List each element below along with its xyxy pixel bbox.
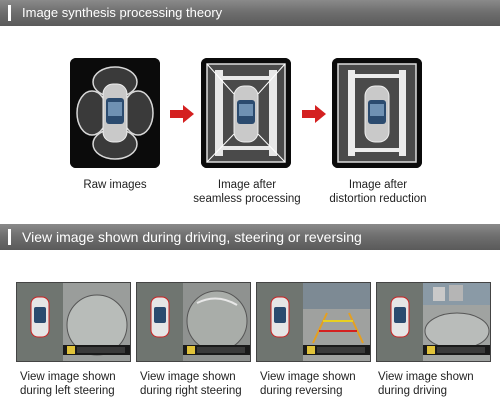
caption-line: View image shown xyxy=(140,371,236,383)
view-reversing-image xyxy=(257,283,370,361)
caption-line: during reversing xyxy=(260,385,343,397)
view-right-steering xyxy=(136,282,251,362)
header-accent xyxy=(8,5,11,21)
caption-line: during driving xyxy=(378,385,448,397)
caption-line: during right steering xyxy=(140,385,242,397)
caption-driving: View image shown during driving xyxy=(378,370,498,398)
caption-distortion: Image after distortion reduction xyxy=(315,178,441,206)
caption-line: View image shown xyxy=(20,371,116,383)
arrow-right-icon xyxy=(302,105,326,128)
caption-line: Raw images xyxy=(83,179,147,191)
distortion-panel xyxy=(332,58,422,168)
caption-line: seamless processing xyxy=(193,193,301,205)
view-right-steering-image xyxy=(137,283,250,361)
caption-line: during left steering xyxy=(20,385,115,397)
header-accent xyxy=(8,229,11,245)
view-left-steering-image xyxy=(17,283,130,361)
section-header-synthesis: Image synthesis processing theory xyxy=(0,0,500,26)
caption-line: View image shown xyxy=(260,371,356,383)
section-title: Image synthesis processing theory xyxy=(22,5,223,20)
section-title: View image shown during driving, steerin… xyxy=(22,229,362,245)
caption-line: distortion reduction xyxy=(329,193,427,205)
distortion-illustration xyxy=(332,58,422,168)
view-reversing xyxy=(256,282,371,362)
seamless-panel xyxy=(201,58,291,168)
seamless-illustration xyxy=(201,58,291,168)
caption-seamless: Image after seamless processing xyxy=(188,178,306,206)
raw-images-panel xyxy=(70,58,160,168)
caption-raw-images: Raw images xyxy=(56,178,174,192)
view-driving xyxy=(376,282,491,362)
raw-images-illustration xyxy=(70,58,160,168)
arrow-right-icon xyxy=(170,105,194,128)
caption-line: View image shown xyxy=(378,371,474,383)
caption-reversing: View image shown during reversing xyxy=(260,370,380,398)
caption-left-steering: View image shown during left steering xyxy=(20,370,140,398)
section-header-views: View image shown during driving, steerin… xyxy=(0,224,500,250)
caption-right-steering: View image shown during right steering xyxy=(140,370,260,398)
view-driving-image xyxy=(377,283,490,361)
caption-line: Image after xyxy=(217,179,277,191)
view-left-steering xyxy=(16,282,131,362)
caption-line: Image after xyxy=(348,179,408,191)
